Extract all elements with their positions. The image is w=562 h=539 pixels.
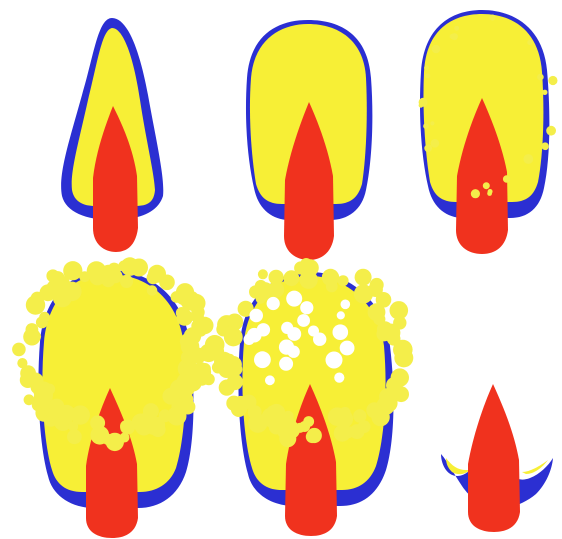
white-gap bbox=[337, 311, 345, 319]
yellow-particle bbox=[483, 182, 490, 189]
yellow-particle bbox=[430, 121, 434, 125]
white-gap bbox=[286, 291, 302, 307]
yellow-particle bbox=[58, 405, 76, 423]
yellow-particle bbox=[542, 90, 547, 95]
white-gap bbox=[313, 333, 326, 346]
white-gap bbox=[267, 297, 280, 310]
yellow-particle bbox=[431, 139, 440, 148]
yellow-particle bbox=[108, 269, 122, 283]
yellow-particle bbox=[424, 144, 432, 152]
white-gap bbox=[265, 375, 275, 385]
yellow-particle bbox=[120, 433, 130, 443]
yellow-particle bbox=[89, 269, 105, 285]
yellow-particle bbox=[31, 332, 41, 342]
yellow-particle bbox=[322, 269, 339, 286]
yellow-particle bbox=[454, 26, 459, 31]
white-gap bbox=[254, 351, 271, 368]
yellow-particle bbox=[223, 326, 236, 339]
yellow-particle bbox=[220, 316, 231, 327]
white-gap bbox=[249, 309, 263, 323]
white-gap bbox=[334, 373, 344, 383]
yellow-particle bbox=[36, 316, 48, 328]
yellow-particle bbox=[543, 145, 548, 150]
yellow-particle bbox=[206, 338, 223, 355]
white-gap bbox=[257, 323, 270, 336]
yellow-particle bbox=[147, 285, 158, 296]
yellow-particle bbox=[338, 275, 349, 286]
yellow-particle bbox=[176, 309, 193, 326]
white-gap bbox=[326, 352, 343, 369]
yellow-particle bbox=[300, 258, 312, 270]
white-gap bbox=[287, 346, 299, 358]
yellow-particle bbox=[425, 73, 430, 78]
yellow-particle bbox=[546, 126, 556, 136]
yellow-particle bbox=[395, 370, 409, 384]
yellow-particle bbox=[423, 123, 429, 129]
white-gap bbox=[279, 357, 293, 371]
yellow-particle bbox=[232, 396, 249, 413]
yellow-particle bbox=[382, 324, 400, 342]
yellow-particle bbox=[390, 301, 409, 320]
yellow-particle bbox=[62, 282, 82, 302]
yellow-particle bbox=[279, 430, 296, 447]
yellow-particle bbox=[523, 154, 533, 164]
yellow-particle bbox=[424, 65, 429, 70]
white-gap bbox=[244, 334, 255, 345]
yellow-particle bbox=[366, 402, 382, 418]
yellow-particle bbox=[368, 303, 386, 321]
yellow-particle bbox=[176, 289, 192, 305]
yellow-particle bbox=[527, 40, 532, 45]
yellow-particle bbox=[248, 405, 262, 419]
yellow-particle bbox=[90, 426, 109, 445]
yellow-particle bbox=[354, 284, 373, 303]
yellow-particle bbox=[17, 358, 27, 368]
white-gap bbox=[297, 314, 310, 327]
yellow-particle bbox=[284, 270, 300, 286]
yellow-particle bbox=[256, 294, 266, 304]
yellow-particle bbox=[537, 74, 544, 81]
yellow-particle bbox=[149, 417, 166, 434]
white-gap bbox=[333, 324, 349, 340]
yellow-particle bbox=[548, 76, 557, 85]
yellow-particle bbox=[130, 259, 148, 277]
yellow-particle bbox=[68, 421, 78, 431]
white-gap bbox=[281, 322, 293, 334]
yellow-particle bbox=[12, 343, 26, 357]
yellow-particle bbox=[192, 362, 211, 381]
yellow-particle bbox=[379, 388, 396, 405]
yellow-particle bbox=[419, 98, 428, 107]
yellow-particle bbox=[120, 420, 131, 431]
yellow-particle bbox=[489, 15, 495, 21]
yellow-particle bbox=[358, 420, 371, 433]
white-gap bbox=[300, 301, 313, 314]
yellow-particle bbox=[181, 351, 194, 364]
yellow-particle bbox=[180, 399, 195, 414]
yellow-particle bbox=[230, 374, 242, 386]
yellow-particle bbox=[355, 269, 372, 286]
white-gap bbox=[340, 341, 355, 356]
yellow-particle bbox=[450, 34, 455, 39]
yellow-particle bbox=[258, 269, 268, 279]
yellow-particle bbox=[503, 175, 510, 182]
yellow-particle bbox=[471, 189, 480, 198]
yellow-particle bbox=[67, 429, 82, 444]
yellow-particle bbox=[334, 425, 351, 442]
yellow-particle bbox=[307, 428, 322, 443]
yellow-particle bbox=[147, 271, 160, 284]
yellow-particle bbox=[299, 271, 317, 289]
white-gap bbox=[341, 300, 351, 310]
yellow-particle bbox=[196, 317, 213, 334]
yellow-particle bbox=[432, 45, 441, 54]
yellow-particle bbox=[394, 348, 413, 367]
yellow-particle bbox=[27, 373, 43, 389]
yellow-particle bbox=[268, 404, 286, 422]
yellow-particle bbox=[299, 421, 310, 432]
yellow-particle bbox=[487, 191, 492, 196]
